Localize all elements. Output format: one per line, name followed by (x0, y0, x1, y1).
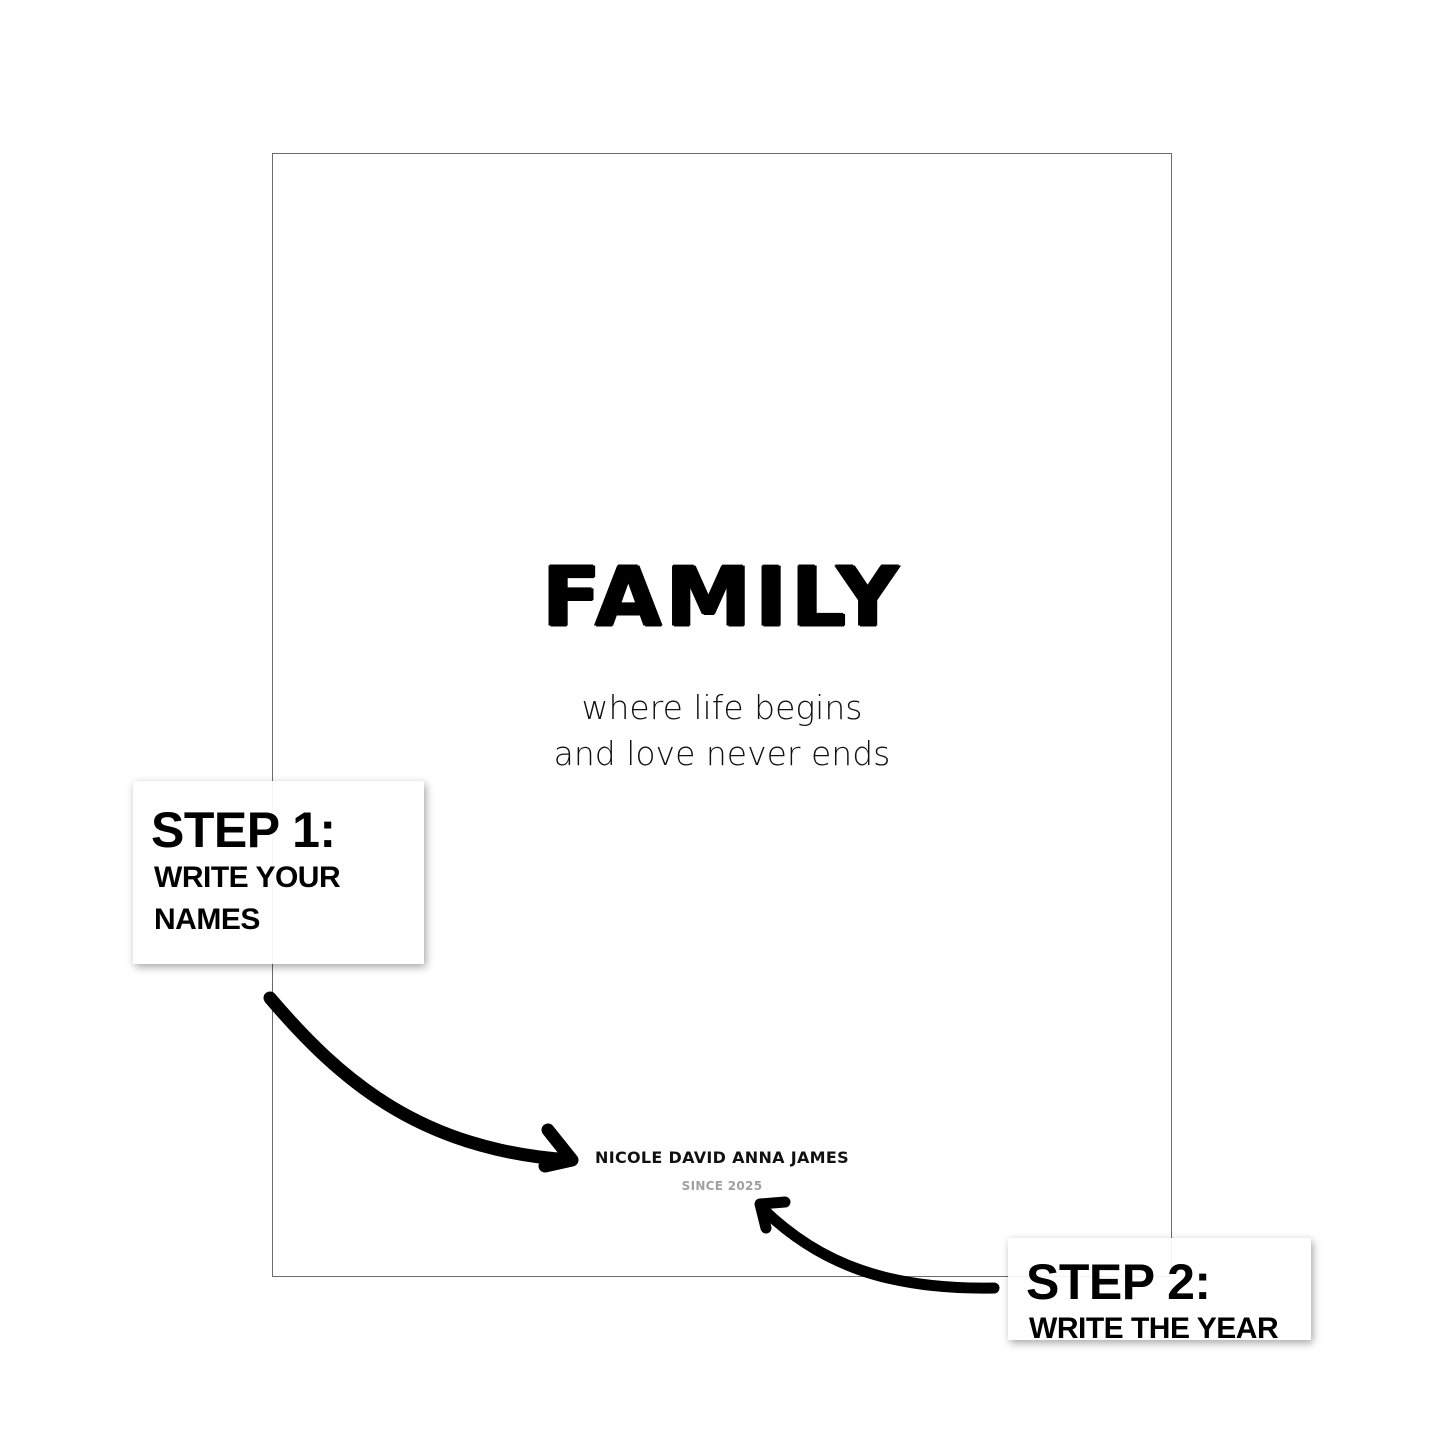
step-1-line-2: NAMES (154, 903, 260, 936)
step-1-line-1: WRITE YOUR (154, 861, 341, 894)
step-2-heading: STEP 2: (1026, 1254, 1211, 1310)
tagline-line-2: and love never ends (553, 734, 891, 773)
poster-title: FAMILY (541, 550, 903, 646)
tagline-line-1: where life begins (581, 688, 863, 727)
since-year: SINCE 2025 (681, 1179, 763, 1193)
family-names: NICOLE DAVID ANNA JAMES (595, 1148, 849, 1167)
step-2-line-1: WRITE THE YEAR (1029, 1312, 1279, 1345)
poster-tagline: where life begins and love never ends (272, 685, 1172, 777)
step-1-heading: STEP 1: (151, 802, 336, 858)
step-2-callout: STEP 2: WRITE THE YEAR (1008, 1238, 1311, 1345)
step-1-callout: STEP 1: WRITE YOUR NAMES (133, 781, 424, 964)
